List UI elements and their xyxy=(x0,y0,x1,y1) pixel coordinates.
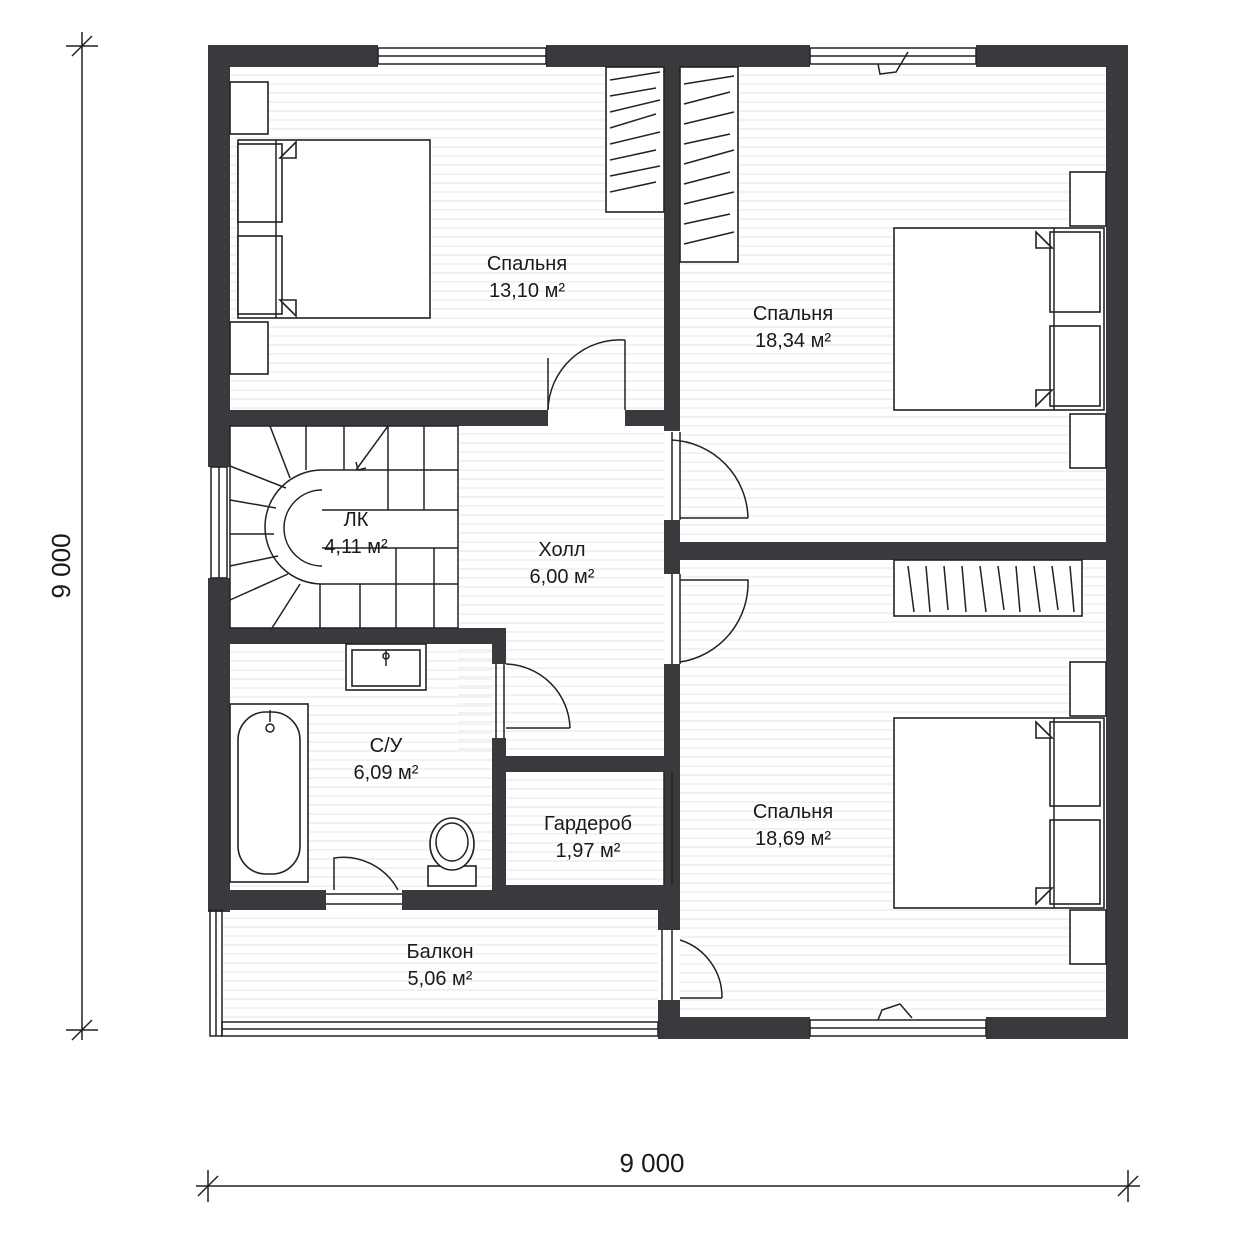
room-name-bathroom: С/У xyxy=(370,735,403,757)
room-name-stair: ЛК xyxy=(344,509,369,531)
room-area-stair: 4,11 м² xyxy=(324,536,388,558)
doors xyxy=(326,51,913,1021)
room-name-bedroom-3: Спальня xyxy=(753,801,833,823)
room-name-wardrobe: Гардероб xyxy=(544,813,632,835)
bed-icon xyxy=(893,661,1107,965)
bed-icon xyxy=(893,171,1107,469)
room-name-hall: Холл xyxy=(538,539,585,561)
floor-pattern xyxy=(222,74,1106,1018)
wardrobe-icon xyxy=(605,66,665,213)
staircase xyxy=(229,425,459,629)
furniture xyxy=(229,66,1107,965)
room-area-wardrobe: 1,97 м² xyxy=(556,840,621,862)
room-labels: Спальня 13,10 м² Спальня 18,34 м² ЛК 4,1… xyxy=(324,253,833,990)
room-area-bedroom-3: 18,69 м² xyxy=(755,828,831,850)
room-name-bedroom-2: Спальня xyxy=(753,303,833,325)
room-area-hall: 6,00 м² xyxy=(530,566,595,588)
sink-icon xyxy=(345,643,427,691)
room-area-bathroom: 6,09 м² xyxy=(354,762,419,784)
toilet-icon xyxy=(427,817,477,887)
room-area-balcony: 5,06 м² xyxy=(408,968,473,990)
room-name-balcony: Балкон xyxy=(406,941,473,963)
wardrobe-icon xyxy=(893,559,1083,617)
dimension-lines: 9 000 9 000 xyxy=(46,32,1140,1202)
dimension-width: 9 000 xyxy=(619,1148,684,1178)
room-name-bedroom-1: Спальня xyxy=(487,253,567,275)
walls xyxy=(208,45,1128,1039)
room-area-bedroom-2: 18,34 м² xyxy=(755,330,831,352)
room-area-bedroom-1: 13,10 м² xyxy=(489,280,565,302)
bed-icon xyxy=(229,81,431,375)
wardrobe-icon xyxy=(679,66,739,263)
bathtub-icon xyxy=(229,703,309,883)
windows xyxy=(209,47,987,1037)
dimension-height: 9 000 xyxy=(46,533,76,598)
